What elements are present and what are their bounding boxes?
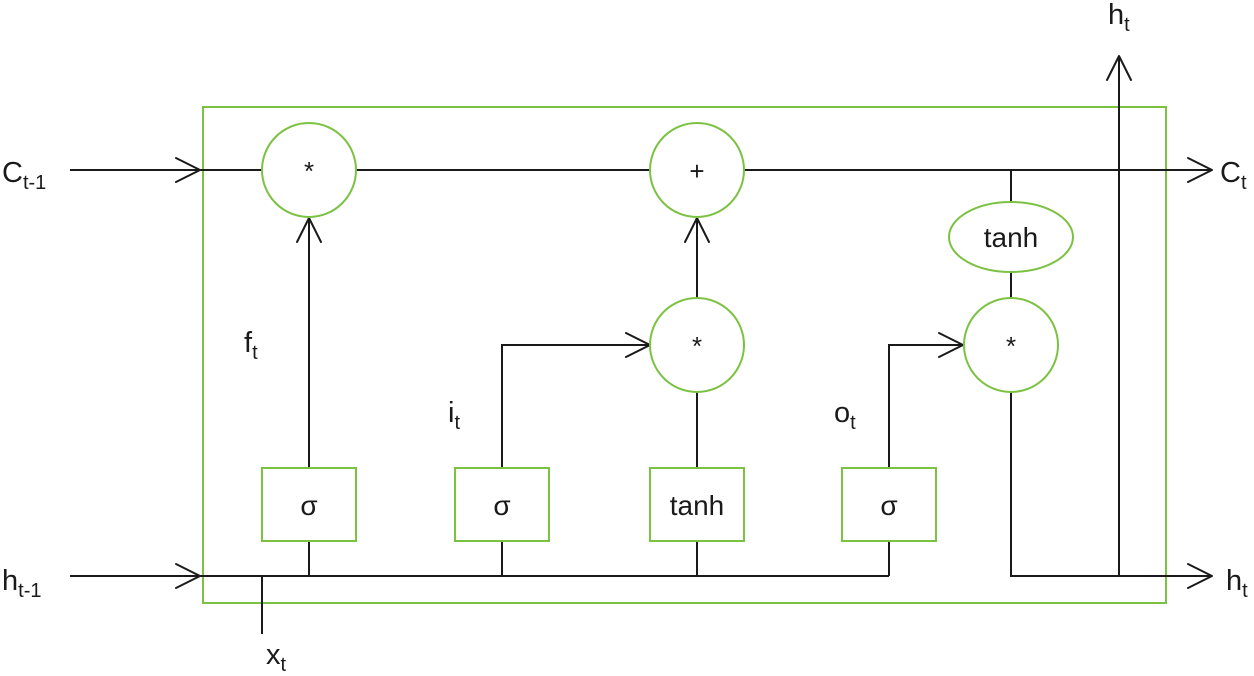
output-gate-label: ot xyxy=(834,397,856,434)
x-input-label: xt xyxy=(266,639,287,676)
forget-multiply-symbol: * xyxy=(304,156,314,186)
output-sigma-box xyxy=(841,467,937,542)
h-prev-label: ht-1 xyxy=(2,565,41,602)
cell-add-node xyxy=(649,122,745,218)
cell-state-output-arrowhead xyxy=(1187,157,1213,183)
hidden-output-up-arrowhead xyxy=(1106,55,1132,81)
input-sigma-box xyxy=(454,467,550,542)
candidate-tanh-label: tanh xyxy=(670,490,725,521)
output-sigma-label: σ xyxy=(880,490,897,521)
cell-tanh-node xyxy=(948,201,1074,273)
input-multiply-node xyxy=(649,297,745,393)
hidden-input-arrowhead xyxy=(175,563,201,589)
cell-tanh-label: tanh xyxy=(984,222,1039,253)
output-multiply-node xyxy=(963,297,1059,393)
c-next-label: Ct xyxy=(1220,157,1247,194)
input-gate-output-line xyxy=(501,344,650,468)
forget-sigma-box xyxy=(261,467,357,542)
cell-add-symbol: + xyxy=(689,156,704,186)
forget-gate-label: ft xyxy=(244,327,258,364)
input-gate-label: it xyxy=(448,397,460,434)
c-prev-label: Ct-1 xyxy=(2,157,46,194)
forget-multiply-node xyxy=(261,122,357,218)
h-out-top-label: ht xyxy=(1108,0,1130,36)
hidden-output-right-arrowhead xyxy=(1187,563,1213,589)
output-gate-output-line xyxy=(888,344,963,468)
input-sigma-label: σ xyxy=(493,490,510,521)
h-out-right-label: ht xyxy=(1226,565,1248,602)
hidden-output-line xyxy=(1010,392,1212,577)
candidate-tanh-box xyxy=(649,467,745,542)
cell-state-input-arrowhead xyxy=(175,157,201,183)
forget-sigma-label: σ xyxy=(300,490,317,521)
input-multiply-symbol: * xyxy=(692,331,702,361)
cell-frame xyxy=(202,106,1167,604)
output-multiply-symbol: * xyxy=(1006,331,1016,361)
